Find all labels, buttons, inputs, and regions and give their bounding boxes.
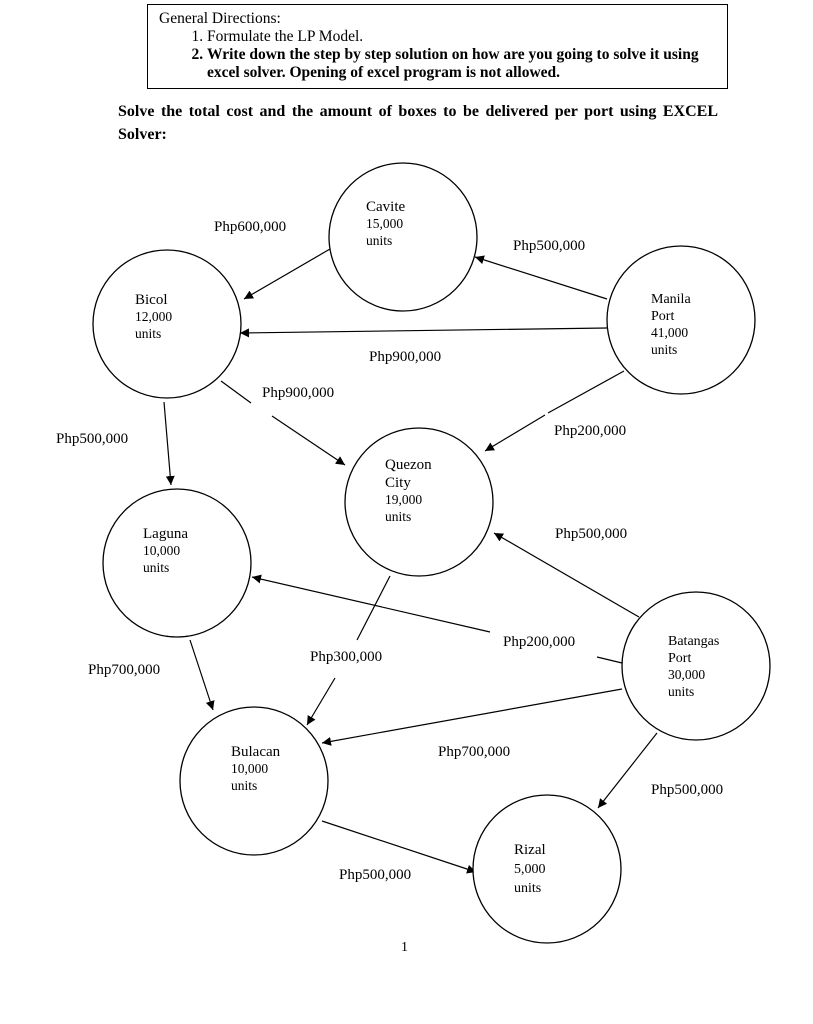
cost-batangas-quezon: Php500,000 [555, 526, 627, 542]
node-laguna-circle [102, 488, 252, 638]
node-quezon-label: Quezon City 19,000 units [385, 457, 435, 524]
node-bicol-units: 12,000 [135, 309, 172, 324]
node-rizal-label: Rizal 5,000 units [514, 842, 549, 896]
node-manila-circle [606, 245, 756, 395]
cost-bicol-laguna: Php500,000 [56, 431, 128, 447]
node-laguna-units-label: units [143, 560, 169, 575]
edge-manila-quezon-a [547, 370, 625, 414]
edge-bicol-quezon-b [271, 415, 346, 466]
edge-batangas-laguna-b [596, 656, 623, 664]
edge-quezon-bulacan-a [356, 575, 391, 641]
node-batangas-units: 30,000 [668, 667, 705, 682]
edge-manila-cavite [474, 255, 608, 300]
edge-batangas-laguna-a [251, 574, 491, 633]
direction-item-2: Write down the step by step solution on … [207, 46, 717, 82]
node-manila-units-label: units [651, 342, 677, 357]
node-bulacan-circle [179, 706, 329, 856]
edge-cavite-bicol [243, 248, 331, 300]
cost-batangas-laguna: Php200,000 [503, 634, 575, 650]
node-quezon-circle [344, 427, 494, 577]
node-rizal-units: 5,000 [514, 862, 546, 877]
node-batangas-name: Batangas [668, 634, 719, 649]
node-bicol-label: Bicol 12,000 units [135, 292, 176, 341]
directions-heading: General Directions: [159, 10, 281, 27]
node-manila-label: Manila Port 41,000 units [651, 291, 694, 357]
node-quezon-units: 19,000 [385, 492, 422, 507]
node-rizal-units-label: units [514, 881, 541, 896]
node-manila-name-2: Port [651, 309, 674, 324]
page-number: 1 [401, 940, 408, 955]
cost-bicol-quezon: Php900,000 [262, 385, 334, 401]
node-quezon-units-label: units [385, 509, 411, 524]
node-laguna-label: Laguna 10,000 units [143, 526, 192, 575]
node-batangas-name-2: Port [668, 651, 691, 666]
directions-list: Formulate the LP Model. Write down the s… [159, 28, 717, 82]
node-bulacan-units-label: units [231, 778, 257, 793]
node-batangas-label: Batangas Port 30,000 units [668, 633, 723, 699]
node-quezon-name: Quezon [385, 457, 432, 473]
node-bicol-circle [92, 249, 242, 399]
edge-bulacan-rizal [321, 820, 477, 874]
node-manila-name: Manila [651, 292, 691, 307]
edge-manila-quezon-b [484, 414, 546, 452]
cost-batangas-bulacan: Php700,000 [438, 744, 510, 760]
cost-batangas-rizal: Php500,000 [651, 782, 723, 798]
node-bulacan-units: 10,000 [231, 761, 268, 776]
directions-box: General Directions: Formulate the LP Mod… [147, 4, 728, 89]
edge-bicol-quezon-a [220, 380, 252, 404]
cost-bulacan-rizal: Php500,000 [339, 867, 411, 883]
cost-manila-quezon: Php200,000 [554, 423, 626, 439]
node-bicol-name: Bicol [135, 292, 168, 308]
node-cavite-circle [328, 162, 478, 312]
node-cavite-units-label: units [366, 233, 392, 248]
cost-manila-cavite: Php500,000 [513, 238, 585, 254]
cost-laguna-bulacan: Php700,000 [88, 662, 160, 678]
node-bulacan-label: Bulacan 10,000 units [231, 744, 284, 793]
node-bicol-units-label: units [135, 326, 161, 341]
node-manila-units: 41,000 [651, 325, 688, 340]
edge-manila-bicol [239, 327, 608, 338]
edge-laguna-bulacan [189, 639, 215, 711]
edge-quezon-bulacan-b [306, 677, 336, 726]
node-cavite-units: 15,000 [366, 216, 403, 231]
task-instruction: Solve the total cost and the amount of b… [118, 103, 718, 143]
edge-batangas-quezon [493, 532, 640, 618]
node-laguna-name: Laguna [143, 526, 188, 542]
cost-quezon-bulacan: Php300,000 [310, 649, 382, 665]
node-laguna-units: 10,000 [143, 543, 180, 558]
cost-manila-bicol: Php900,000 [369, 349, 441, 365]
cost-cavite-bicol: Php600,000 [214, 219, 286, 235]
node-batangas-circle [621, 591, 771, 741]
node-quezon-name-2: City [385, 475, 411, 491]
node-rizal-name: Rizal [514, 842, 546, 858]
edge-batangas-rizal [597, 732, 658, 809]
direction-item-1: Formulate the LP Model. [207, 28, 717, 46]
edge-batangas-bulacan [321, 688, 623, 746]
node-batangas-units-label: units [668, 684, 694, 699]
node-cavite-name: Cavite [366, 199, 405, 215]
edge-bicol-laguna [163, 401, 175, 486]
node-rizal-circle [472, 794, 622, 944]
node-cavite-label: Cavite 15,000 units [366, 199, 409, 248]
node-bulacan-name: Bulacan [231, 744, 281, 760]
